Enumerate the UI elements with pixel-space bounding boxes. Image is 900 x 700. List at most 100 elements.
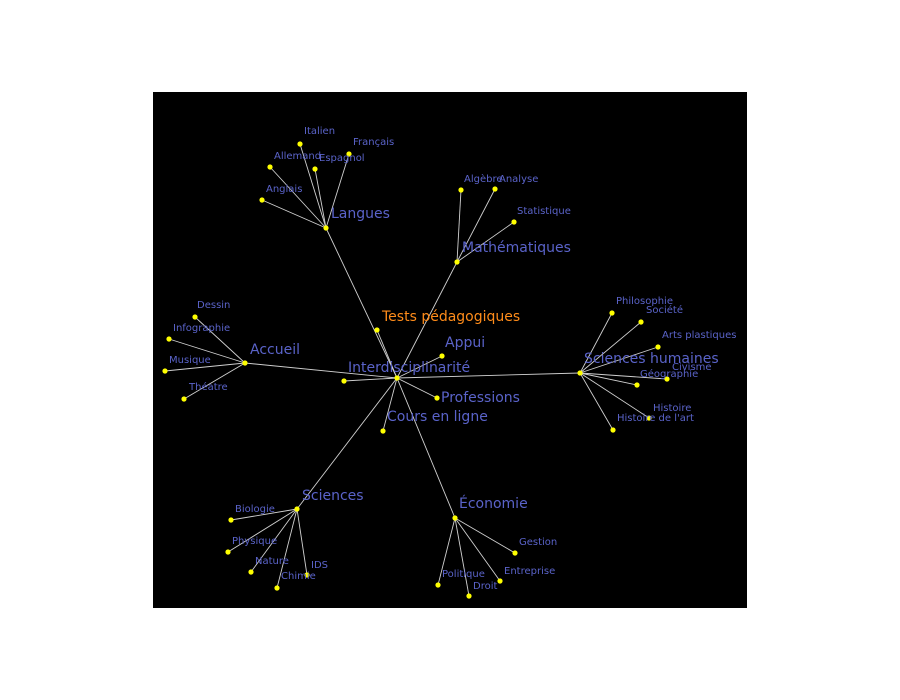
node-dot-algebre[interactable] xyxy=(458,187,464,193)
node-label-accueil[interactable]: Accueil xyxy=(250,342,300,358)
node-dot-francais[interactable] xyxy=(346,151,352,157)
node-label-politique[interactable]: Politique xyxy=(442,569,485,580)
edge-center-economie xyxy=(396,377,456,519)
node-label-civisme[interactable]: Civisme xyxy=(672,362,712,373)
node-label-statistique[interactable]: Statistique xyxy=(517,206,571,217)
edge-sciences-humaines-geographie xyxy=(579,372,638,386)
node-label-algebre[interactable]: Algèbre xyxy=(464,173,503,185)
node-dot-espagnol[interactable] xyxy=(312,166,318,172)
edge-accueil-dessin xyxy=(194,316,246,364)
node-dot-entreprise[interactable] xyxy=(497,578,503,584)
node-dot-histoire-de-l-art[interactable] xyxy=(610,427,616,433)
node-dot-spur[interactable] xyxy=(341,378,347,384)
node-label-sciences-humaines[interactable]: Sciences humaines xyxy=(584,351,719,367)
node-dot-chimie[interactable] xyxy=(274,585,280,591)
edge-sciences-humaines-societe xyxy=(579,321,642,374)
node-label-biologie[interactable]: Biologie xyxy=(235,504,275,515)
node-label-dessin[interactable]: Dessin xyxy=(197,300,230,311)
edge-accueil-infographie xyxy=(168,338,246,364)
node-label-infographie[interactable]: Infographie xyxy=(173,323,230,334)
node-label-allemand[interactable]: Allemand xyxy=(274,151,321,162)
node-dot-sciences-humaines[interactable] xyxy=(577,370,583,376)
node-label-droit[interactable]: Droit xyxy=(473,581,497,592)
node-label-francais[interactable]: Français xyxy=(353,137,394,148)
edge-sciences-humaines-civisme xyxy=(579,372,668,380)
node-dot-civisme[interactable] xyxy=(664,376,670,382)
node-label-entreprise[interactable]: Entreprise xyxy=(504,566,555,577)
node-label-economie[interactable]: Économie xyxy=(459,495,528,512)
node-dot-histoire[interactable] xyxy=(646,415,652,421)
node-label-arts-plastiques[interactable]: Arts plastiques xyxy=(662,330,736,341)
node-dot-physique[interactable] xyxy=(225,549,231,555)
node-dot-politique[interactable] xyxy=(435,582,441,588)
node-label-italien[interactable]: Italien xyxy=(304,126,335,137)
node-label-langues[interactable]: Langues xyxy=(331,206,390,222)
node-dot-economie[interactable] xyxy=(452,515,458,521)
edges-layer xyxy=(164,143,668,597)
node-label-chimie[interactable]: Chimie xyxy=(281,571,316,582)
node-dot-philosophie[interactable] xyxy=(609,310,615,316)
node-dot-cours-en-ligne[interactable] xyxy=(380,428,386,434)
node-dot-ids[interactable] xyxy=(304,572,310,578)
node-dot-societe[interactable] xyxy=(638,319,644,325)
node-dot-gestion[interactable] xyxy=(512,550,518,556)
edge-langues-anglais xyxy=(261,199,327,229)
node-label-geographie[interactable]: Géographie xyxy=(640,368,698,380)
node-dot-geographie[interactable] xyxy=(634,382,640,388)
edge-center-appui xyxy=(396,355,443,379)
node-dot-musique[interactable] xyxy=(162,368,168,374)
edge-sciences-nature xyxy=(250,508,298,573)
node-label-societe[interactable]: Société xyxy=(646,304,683,316)
node-dot-analyse[interactable] xyxy=(492,186,498,192)
node-dot-biologie[interactable] xyxy=(228,517,234,523)
node-label-tests[interactable]: Tests pédagogiques xyxy=(381,309,520,325)
edge-sciences-ids xyxy=(296,508,308,576)
node-dot-arts-plastiques[interactable] xyxy=(655,344,661,350)
node-dot-anglais[interactable] xyxy=(259,197,265,203)
node-label-mathematiques[interactable]: Mathématiques xyxy=(462,240,571,256)
node-label-gestion[interactable]: Gestion xyxy=(519,537,557,548)
node-label-espagnol[interactable]: Espagnol xyxy=(319,153,365,164)
node-dot-accueil[interactable] xyxy=(242,360,248,366)
edge-center-professions xyxy=(396,377,438,399)
edge-sciences-humaines-philosophie xyxy=(579,312,613,374)
node-label-appui[interactable]: Appui xyxy=(445,335,485,351)
node-label-nature[interactable]: Nature xyxy=(255,556,289,567)
edge-langues-espagnol xyxy=(314,168,327,229)
node-label-anglais[interactable]: Anglais xyxy=(266,184,302,195)
node-label-physique[interactable]: Physique xyxy=(232,536,277,547)
node-dot-statistique[interactable] xyxy=(511,219,517,225)
node-dot-droit[interactable] xyxy=(466,593,472,599)
edge-center-sciences-humaines xyxy=(396,372,581,379)
node-label-interdisciplinarite[interactable]: Interdisciplinarité xyxy=(348,360,470,376)
node-dot-tests[interactable] xyxy=(374,327,380,333)
edge-accueil-theatre xyxy=(183,362,246,400)
node-dot-appui[interactable] xyxy=(439,353,445,359)
node-dot-interdisciplinarite[interactable] xyxy=(394,375,400,381)
node-dot-sciences[interactable] xyxy=(294,506,300,512)
node-dot-mathematiques[interactable] xyxy=(454,259,460,265)
edge-sciences-chimie xyxy=(276,508,298,589)
node-label-musique[interactable]: Musique xyxy=(169,355,211,366)
node-dot-langues[interactable] xyxy=(323,225,329,231)
node-dot-italien[interactable] xyxy=(297,141,303,147)
edge-center-accueil xyxy=(244,362,398,379)
edge-langues-allemand xyxy=(269,166,327,229)
node-label-histoire-de-l-art[interactable]: Histoire de l'art xyxy=(617,413,694,424)
node-label-ids[interactable]: IDS xyxy=(311,560,328,571)
node-label-professions[interactable]: Professions xyxy=(441,390,520,406)
node-dot-theatre[interactable] xyxy=(181,396,187,402)
node-label-philosophie[interactable]: Philosophie xyxy=(616,296,673,307)
node-label-theatre[interactable]: Théatre xyxy=(188,381,228,393)
node-label-analyse[interactable]: Analyse xyxy=(499,174,538,185)
node-label-histoire[interactable]: Histoire xyxy=(653,403,691,414)
edge-economie-politique xyxy=(437,517,456,586)
node-label-sciences[interactable]: Sciences xyxy=(302,488,364,504)
node-dot-allemand[interactable] xyxy=(267,164,273,170)
node-dot-dessin[interactable] xyxy=(192,314,198,320)
node-dot-infographie[interactable] xyxy=(166,336,172,342)
node-label-cours-en-ligne[interactable]: Cours en ligne xyxy=(387,409,488,425)
edge-center-spur xyxy=(343,377,398,382)
node-dot-professions[interactable] xyxy=(434,395,440,401)
node-dot-nature[interactable] xyxy=(248,569,254,575)
